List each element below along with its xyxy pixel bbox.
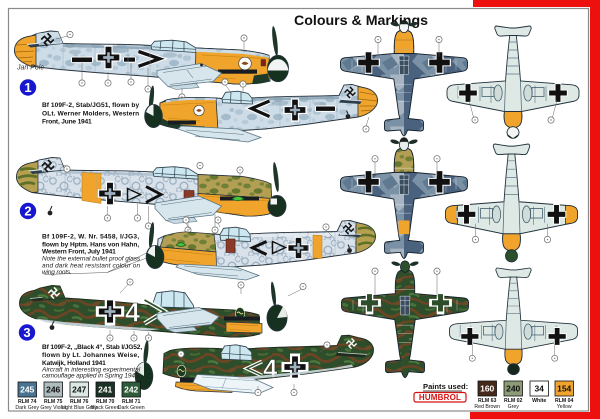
svg-text:Dark Green: Dark Green (118, 405, 145, 411)
svg-text:flown by Hptm. Hans von Hahn,: flown by Hptm. Hans von Hahn, (42, 241, 139, 248)
svg-text:160: 160 (480, 384, 494, 394)
svg-text:White: White (532, 398, 546, 404)
svg-text:RLM 70: RLM 70 (96, 399, 115, 405)
svg-text:and dark heat resistant colour: and dark heat resistant colour on (42, 263, 141, 270)
svg-text:camouflage applied in Spring 1: camouflage applied in Spring 1941. (42, 373, 140, 380)
svg-text:4: 4 (263, 354, 278, 384)
svg-text:RLM 71: RLM 71 (122, 399, 141, 405)
svg-text:Note the external bullet proof: Note the external bullet proof glass (42, 256, 141, 263)
svg-text:Grey Violet: Grey Violet (40, 405, 66, 411)
svg-text:HUMBROL: HUMBROL (419, 393, 461, 402)
svg-text:wing roots.: wing roots. (42, 269, 72, 276)
svg-text:RLM 02: RLM 02 (504, 398, 523, 404)
svg-text:4: 4 (125, 298, 140, 328)
svg-text:34: 34 (534, 384, 544, 394)
svg-text:1: 1 (24, 80, 31, 95)
svg-text:Yellow: Yellow (557, 404, 572, 410)
svg-text:245: 245 (20, 385, 34, 395)
svg-text:242: 242 (124, 385, 138, 395)
svg-text:Light Blue Grey: Light Blue Grey (61, 405, 97, 411)
svg-text:2: 2 (24, 204, 31, 219)
svg-text:3: 3 (23, 325, 30, 340)
svg-text:Bf 109F-2, „Black 4“, Stab I/J: Bf 109F-2, „Black 4“, Stab I/JG52, (42, 344, 142, 351)
svg-text:247: 247 (72, 385, 86, 395)
svg-text:RLM 74: RLM 74 (18, 399, 37, 405)
svg-text:RLM 63: RLM 63 (478, 398, 497, 404)
svg-text:Western Front, July 1941: Western Front, July 1941 (42, 249, 116, 256)
svg-text:Bf 109F-2, Stab/JG51, flown by: Bf 109F-2, Stab/JG51, flown by (42, 102, 140, 109)
svg-text:Dark Grey: Dark Grey (15, 405, 39, 411)
svg-text:241: 241 (98, 385, 112, 395)
svg-text:Bf 109F-2, W. Nr. 5458, I/JG3,: Bf 109F-2, W. Nr. 5458, I/JG3, (42, 233, 139, 240)
svg-text:RLM 04: RLM 04 (555, 398, 574, 404)
svg-text:Black Green: Black Green (91, 405, 120, 411)
svg-text:Paints used:: Paints used: (423, 382, 468, 391)
svg-text:246: 246 (46, 385, 60, 395)
svg-text:RLM 76: RLM 76 (70, 399, 89, 405)
svg-text:Jan Polc: Jan Polc (16, 65, 44, 72)
svg-text:RLM 75: RLM 75 (44, 399, 63, 405)
svg-text:Grey: Grey (508, 404, 520, 410)
svg-text:Front, June 1941: Front, June 1941 (42, 119, 92, 126)
svg-text:240: 240 (506, 384, 520, 394)
svg-text:Red Brown: Red Brown (474, 404, 500, 410)
svg-text:Aircraft in interesting experi: Aircraft in interesting experimental (41, 367, 141, 374)
svg-text:154: 154 (557, 384, 571, 394)
svg-text:flown by Lt. Johannes Weise,: flown by Lt. Johannes Weise, (42, 352, 139, 359)
svg-text:OLt. Werner Molders, Western: OLt. Werner Molders, Western (42, 111, 139, 118)
svg-text:Katwijk, Holland 1941: Katwijk, Holland 1941 (42, 360, 106, 367)
